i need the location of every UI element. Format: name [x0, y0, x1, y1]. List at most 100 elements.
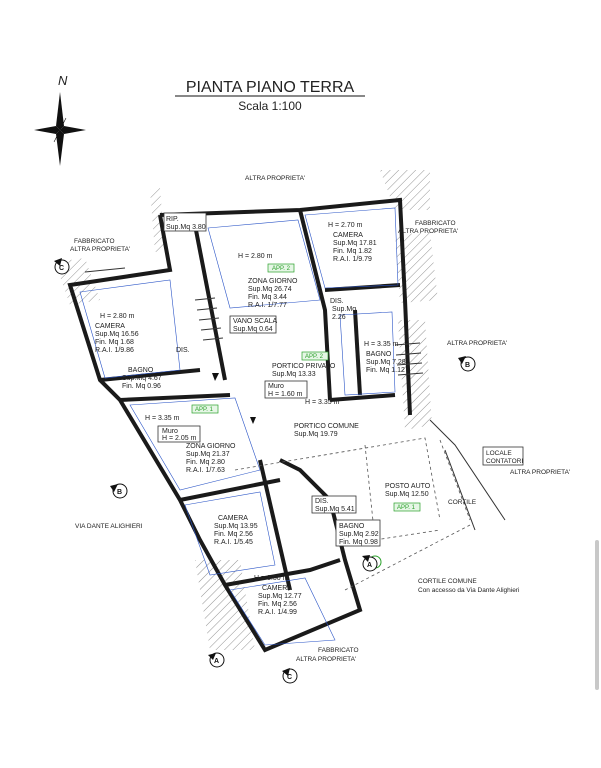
dis-3-box	[311, 495, 357, 514]
neighbor-hatch-bottom-left	[195, 560, 255, 650]
zona-giorno-1-area: Sup.Mq 26.74	[248, 286, 292, 293]
camera-l-area: Sup.Mq 16.56	[95, 331, 139, 338]
rip-name: RIP.	[166, 216, 179, 223]
label-fabbricato-left-2: ALTRA PROPRIETA'	[70, 246, 130, 253]
muro-2-box	[157, 425, 201, 443]
wall-int-10	[353, 309, 362, 396]
height-335-b: H = 3.35 m	[145, 415, 180, 422]
bagno-1-name: BAGNO	[366, 351, 392, 358]
muro-1-name: Muro	[268, 383, 284, 390]
camera-m-fin: Fin. Mq 2.56	[214, 531, 253, 538]
wall-int-2	[298, 209, 332, 401]
bagno-3-box	[335, 519, 381, 547]
entrance-arrow-icon-2	[250, 417, 256, 424]
section-c-label-1: C	[59, 265, 64, 272]
boundary-right-2	[444, 449, 476, 531]
muro-2-height: H = 2.05 m	[162, 435, 197, 442]
camera-m-area: Sup.Mq 13.95	[214, 523, 258, 530]
label-neighbor-right-2: ALTRA PROPRIETA'	[510, 469, 570, 476]
bagno-3-fin: Fin. Mq 0.98	[339, 539, 378, 546]
section-marker-c-bottom: C	[282, 668, 298, 684]
vano-scala-name: VANO SCALA	[233, 318, 278, 325]
camera-b-area: Sup.Mq 12.77	[258, 593, 302, 600]
section-a-label-1: A	[367, 562, 372, 569]
camera-l-rai: R.A.I. 1/9.86	[95, 347, 134, 354]
bagno-2-fin: Fin. Mq 0.96	[122, 383, 161, 390]
vano-scala-area: Sup.Mq 0.64	[233, 326, 273, 333]
bagno-2-name: BAGNO	[128, 367, 154, 374]
bagno-3-name: BAGNO	[339, 523, 365, 530]
muro-1-height: H = 1.60 m	[268, 391, 303, 398]
dis-1-name: DIS.	[330, 298, 344, 305]
dim-zona-giorno-2	[129, 397, 261, 491]
zona-giorno-1-rai: R.A.I. 1/7.77	[248, 302, 287, 309]
app1-tag-2: APP. 1	[397, 505, 416, 511]
label-contatori: CONTATORI	[486, 458, 523, 465]
label-street: VIA DANTE ALIGHIERI	[75, 523, 143, 530]
height-335-a: H = 3.35 m	[305, 399, 340, 406]
plan-title: PIANTA PIANO TERRA	[186, 79, 355, 96]
entrance-arrow-icon	[212, 373, 219, 381]
camera-b-rai: R.A.I. 1/4.99	[258, 609, 297, 616]
north-letter: N	[58, 73, 68, 88]
vertical-scrollbar[interactable]	[595, 540, 599, 690]
dis-1-area: 2.26	[332, 314, 346, 321]
section-b-label-2: B	[117, 489, 122, 496]
section-marker-a-left: A	[208, 652, 225, 668]
wall-int-5	[119, 393, 231, 402]
camera-m-rai: R.A.I. 1/5.45	[214, 539, 253, 546]
label-fabbricato-bottom-2: ALTRA PROPRIETA'	[296, 656, 356, 663]
stairs	[194, 297, 424, 376]
section-a-label-2: A	[214, 658, 219, 665]
app2-tag-box-2	[301, 351, 329, 361]
zona-giorno-2-name: ZONA GIORNO	[186, 443, 236, 450]
app2-tag-2: APP. 2	[305, 354, 324, 360]
dis-1-area-label: Sup.Mq	[332, 306, 356, 313]
bagno-2-area: Sup.Mq 4.67	[122, 375, 162, 382]
camera-m-name: CAMERA	[218, 515, 248, 522]
dis-3-name: DIS.	[315, 498, 329, 505]
label-cortile-comune-access: Con accesso da Via Dante Alighieri	[418, 587, 519, 594]
label-fabbricato-bottom-1: FABBRICATO	[318, 647, 359, 654]
vano-scala-box	[229, 315, 277, 334]
wall-int-6	[329, 393, 396, 402]
posto-auto-name: POSTO AUTO	[385, 483, 431, 490]
portico-privato-area: Sup.Mq 13.33	[272, 371, 316, 378]
camera-l-name: CAMERA	[95, 323, 125, 330]
bagno-1-height: H = 3.35 m	[364, 341, 399, 348]
portico-privato-name: PORTICO PRIVATO	[272, 363, 336, 370]
camera-tr-rai: R.A.I. 1/9.79	[333, 256, 372, 263]
dim-camera-tr	[304, 207, 399, 289]
wall-north	[159, 197, 412, 416]
section-b-label-1: B	[465, 362, 470, 369]
camera-tr-fin: Fin. Mq 1.82	[333, 248, 372, 255]
wall-int-9	[258, 459, 292, 591]
camera-l-fin: Fin. Mq 1.68	[95, 339, 134, 346]
zona-giorno-2-rai: R.A.I. 1/7.63	[186, 467, 225, 474]
app1-tag-box	[191, 404, 219, 414]
muro-2-name: Muro	[162, 428, 178, 435]
dim-zona-giorno-1	[207, 219, 321, 309]
bagno-3-area: Sup.Mq 2.92	[339, 531, 379, 538]
label-fabbricato-left-1: FABBRICATO	[74, 238, 115, 245]
camera-b-name: CAMERA	[262, 585, 292, 592]
camera-tr-area: Sup.Mq 17.81	[333, 240, 377, 247]
boundary-right	[429, 419, 506, 521]
plan-scale: Scala 1:100	[238, 99, 302, 113]
label-fabbricato-right-1: FABBRICATO	[415, 220, 456, 227]
label-fabbricato-right-2: ALTRA PROPRIETA'	[398, 228, 458, 235]
wall-int-8	[224, 558, 341, 587]
zona-giorno-1-name: ZONA GIORNO	[248, 278, 298, 285]
label-neighbor-top: ALTRA PROPRIETA'	[245, 175, 305, 182]
camera-b-height: H = 3.50 m	[254, 575, 289, 582]
section-marker-a-right: A	[362, 555, 378, 572]
label-cortile-comune: CORTILE COMUNE	[418, 578, 477, 585]
wall-int-4	[99, 368, 201, 382]
bagno-1-area: Sup.Mq 7.28	[366, 359, 406, 366]
wall-stub	[84, 267, 126, 273]
rip-area: Sup.Mq 3.80	[166, 224, 206, 231]
portico-comune-name: PORTICO COMUNE	[294, 423, 359, 430]
section-marker-b-right: B	[458, 356, 476, 372]
muro-1-box	[264, 380, 308, 399]
dis-3-area: Sup.Mq 5.41	[315, 506, 355, 513]
